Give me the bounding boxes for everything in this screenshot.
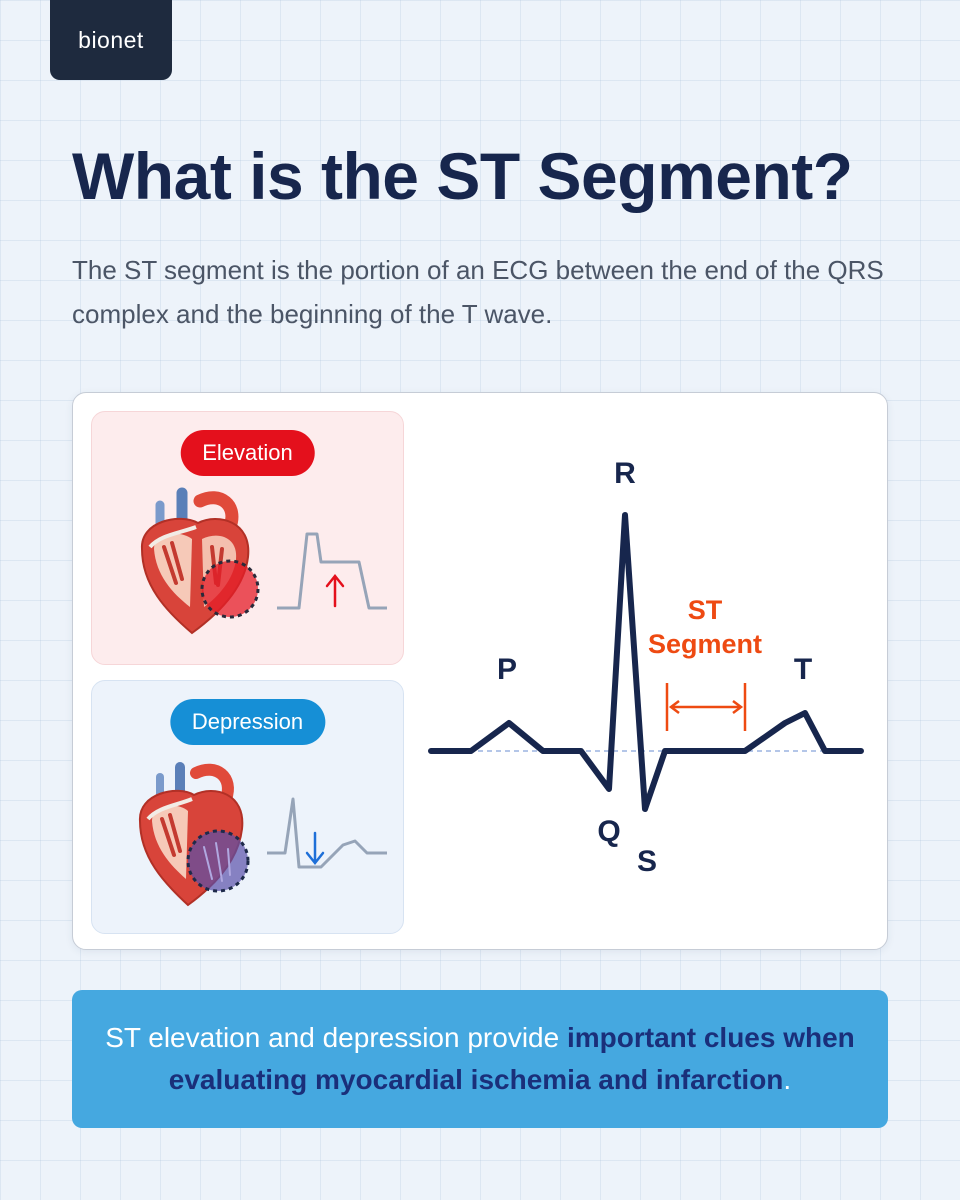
heart-illustration-depression — [138, 762, 250, 907]
ecg-label-r: R — [614, 457, 636, 490]
ecg-waveform-diagram: R P T Q S ST Segment — [428, 457, 864, 878]
depression-badge: Depression — [169, 699, 326, 745]
elevation-panel: Elevation — [91, 411, 404, 665]
arrow-left-icon — [668, 700, 680, 714]
ecg-trace — [428, 512, 864, 812]
depression-panel: Depression — [91, 680, 404, 934]
arrow-down-icon — [305, 831, 325, 866]
elevation-badge: Elevation — [180, 430, 315, 476]
brand-logo-text: bionet — [78, 26, 144, 53]
page-title: What is the ST Segment? — [72, 139, 853, 213]
summary-text: ST elevation and depression provide impo… — [102, 1017, 858, 1101]
ecg-label-s: S — [637, 845, 657, 878]
page-subtitle: The ST segment is the portion of an ECG … — [72, 255, 884, 329]
st-depression-mini-trace — [267, 797, 387, 869]
summary-text-emphasis: important clues when evaluating myocardi… — [168, 1022, 855, 1095]
arrow-right-icon — [732, 700, 744, 714]
st-elevation-mini-trace — [277, 532, 387, 610]
st-segment-label-line2: Segment — [648, 629, 762, 659]
summary-text-plain: ST elevation and depression provide — [105, 1022, 567, 1053]
summary-banner: ST elevation and depression provide impo… — [72, 990, 888, 1128]
diagram-card: Elevation Depression — [72, 392, 888, 950]
ecg-label-t: T — [794, 653, 812, 686]
ecg-label-q: Q — [597, 815, 620, 848]
heart-illustration-elevation — [140, 487, 260, 635]
ecg-label-p: P — [497, 653, 517, 686]
summary-text-end: . — [783, 1064, 792, 1095]
brand-logo: bionet — [50, 0, 172, 80]
st-segment-label-line1: ST — [688, 595, 723, 625]
arrow-up-icon — [325, 573, 345, 608]
